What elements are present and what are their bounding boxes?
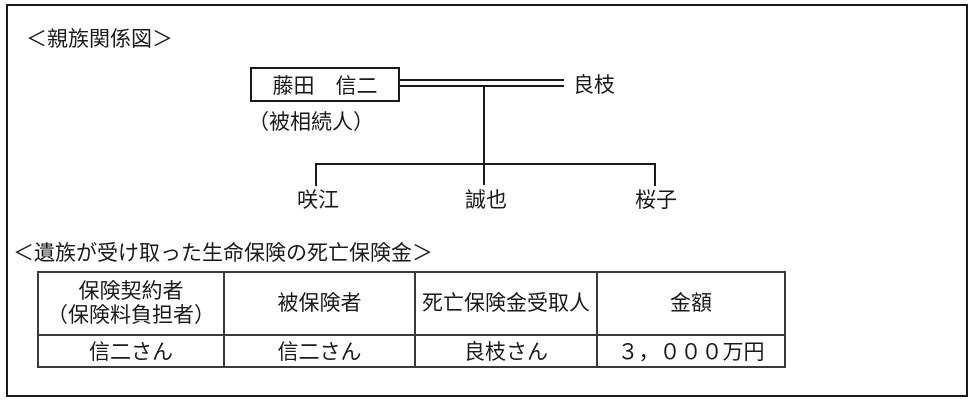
table-data-row: 信二さん 信二さん 良枝さん ３，０００万円 bbox=[37, 334, 786, 368]
spouse-name: 良枝 bbox=[573, 73, 615, 97]
sibling-connector-line bbox=[315, 163, 656, 165]
child-drop-line-left bbox=[315, 163, 317, 186]
cell-contractor: 信二さん bbox=[37, 334, 225, 368]
child-drop-line-right bbox=[654, 163, 656, 186]
child-name-2: 桜子 bbox=[635, 188, 677, 212]
insurance-table: 保険契約者 （保険料負担者） 被保険者 死亡保険金受取人 金額 信二さん 信二さ… bbox=[37, 271, 786, 368]
header-contractor-line1: 保険契約者 bbox=[78, 279, 184, 304]
insurance-section-heading: ＜遺族が受け取った生命保険の死亡保険金＞ bbox=[13, 241, 433, 265]
cell-insured: 信二さん bbox=[223, 334, 416, 368]
decedent-name-box: 藤田 信二 bbox=[250, 67, 400, 102]
marriage-double-line bbox=[400, 79, 564, 87]
header-amount: 金額 bbox=[596, 271, 786, 336]
cell-amount: ３，０００万円 bbox=[596, 334, 786, 368]
table-header-row: 保険契約者 （保険料負担者） 被保険者 死亡保険金受取人 金額 bbox=[37, 271, 786, 336]
cell-beneficiary: 良枝さん bbox=[414, 334, 598, 368]
child-name-1: 誠也 bbox=[465, 188, 507, 212]
header-beneficiary: 死亡保険金受取人 bbox=[414, 271, 598, 336]
outer-border bbox=[6, 4, 968, 397]
decedent-role-label: （被相続人） bbox=[248, 110, 374, 134]
header-contractor: 保険契約者 （保険料負担者） bbox=[37, 271, 225, 336]
family-diagram-heading: ＜親族関係図＞ bbox=[26, 27, 173, 51]
parent-child-connector-line bbox=[483, 87, 485, 185]
decedent-name: 藤田 信二 bbox=[272, 73, 378, 98]
header-insured: 被保険者 bbox=[223, 271, 416, 336]
header-contractor-line2: （保険料負担者） bbox=[47, 302, 215, 327]
child-name-0: 咲江 bbox=[297, 188, 339, 212]
